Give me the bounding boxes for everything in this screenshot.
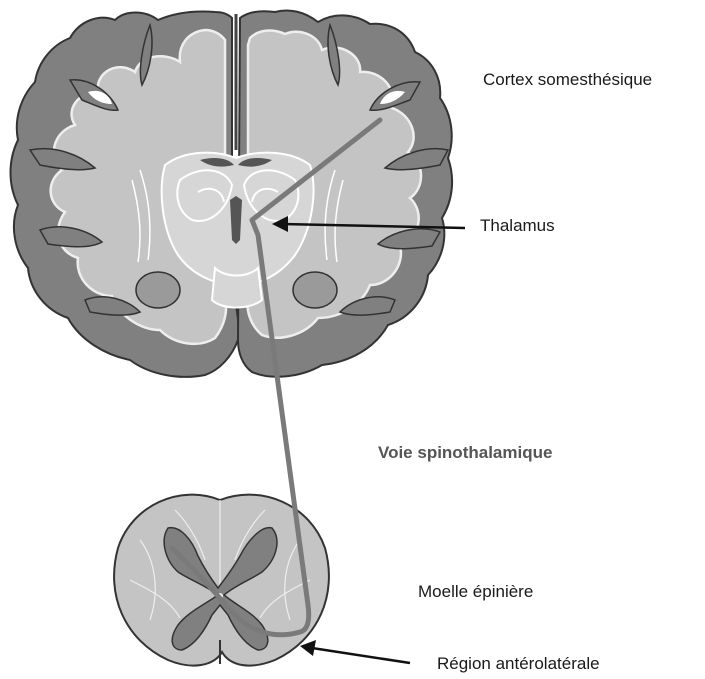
label-cortex: Cortex somesthésique (483, 70, 652, 90)
left-temporal-nucleus (136, 272, 180, 308)
brain-coronal-section (11, 10, 453, 376)
label-pathway: Voie spinothalamique (378, 443, 552, 463)
label-thalamus: Thalamus (480, 216, 555, 236)
anterolateral-arrow (300, 640, 410, 663)
label-spinal-cord: Moelle épinière (418, 582, 533, 602)
right-temporal-nucleus (293, 272, 337, 308)
label-anterolateral: Région antérolatérale (437, 654, 600, 674)
